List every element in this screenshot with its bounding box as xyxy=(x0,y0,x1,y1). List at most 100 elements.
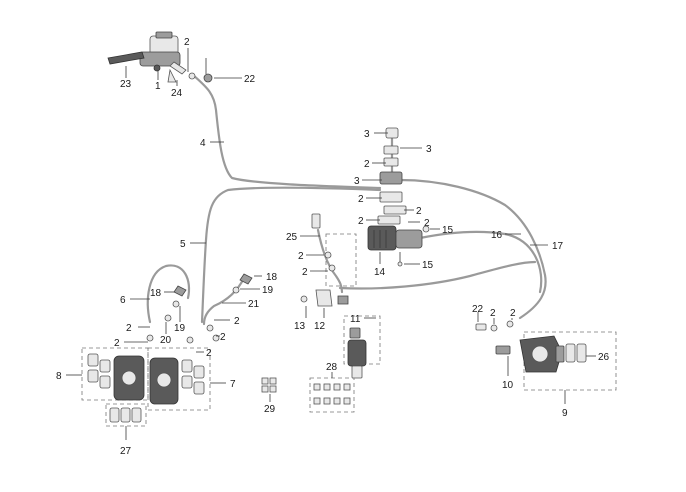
callout-23: 23 xyxy=(120,79,132,90)
callout-28: 28 xyxy=(326,362,338,373)
pad-7a xyxy=(181,359,193,373)
callout-2: 2 xyxy=(510,308,516,319)
callout-17: 17 xyxy=(552,241,564,252)
callout-27: 27 xyxy=(120,446,132,457)
pad-7d xyxy=(193,381,205,395)
clip-28e xyxy=(313,397,321,405)
rear-caliper-piston xyxy=(531,345,549,363)
group-box-25 xyxy=(325,233,357,287)
clip-29c xyxy=(261,385,269,393)
banjo-left-caliper xyxy=(146,334,154,342)
item-12-bracket xyxy=(315,289,333,307)
callout-2: 2 xyxy=(234,316,240,327)
rear-caliper-bracket xyxy=(555,345,565,363)
pad-7c xyxy=(193,365,205,379)
item-20 xyxy=(164,314,172,322)
callout-22: 22 xyxy=(244,74,256,85)
banjo xyxy=(169,61,187,75)
item-24 xyxy=(167,68,177,83)
callout-2: 2 xyxy=(206,348,212,359)
item-12-pin xyxy=(337,295,349,305)
item-19a xyxy=(172,300,180,308)
hose-5 xyxy=(200,186,382,324)
rear-master-rod xyxy=(351,365,363,379)
washer-rear-1 xyxy=(490,324,498,332)
callout-2: 2 xyxy=(184,37,190,48)
pad-27a xyxy=(109,407,120,423)
hose-11 xyxy=(338,260,537,290)
callout-2: 2 xyxy=(358,194,364,205)
rear-master-top xyxy=(349,327,361,339)
pad-8b xyxy=(87,369,99,383)
abs-bolt-15a xyxy=(422,225,430,233)
group-box-28 xyxy=(309,377,355,413)
brake-hoses xyxy=(146,72,547,326)
callout-2: 2 xyxy=(358,216,364,227)
pad-26b xyxy=(576,343,587,363)
callout-13: 13 xyxy=(294,321,306,332)
callout-3: 3 xyxy=(364,129,370,140)
callout-2: 2 xyxy=(424,218,430,229)
callout-2: 2 xyxy=(298,251,304,262)
washer-rear-2 xyxy=(506,320,514,328)
item-18a xyxy=(173,285,187,297)
washer-25b xyxy=(328,264,336,272)
leader-lines xyxy=(66,48,596,440)
item-18b xyxy=(239,273,253,285)
abs-motor xyxy=(367,225,397,251)
item-13 xyxy=(300,295,308,303)
pad-8c xyxy=(99,359,111,373)
callout-6: 6 xyxy=(120,295,126,306)
hose-4 xyxy=(190,72,382,190)
callout-4: 4 xyxy=(200,138,206,149)
callout-18: 18 xyxy=(150,288,162,299)
callout-2: 2 xyxy=(126,323,132,334)
pad-26a xyxy=(565,343,576,363)
pad-8d xyxy=(99,375,111,389)
clip-28d xyxy=(343,383,351,391)
front-calipers xyxy=(81,273,253,427)
group-box-8 xyxy=(81,347,149,401)
clip-29d xyxy=(269,385,277,393)
callout-2: 2 xyxy=(490,308,496,319)
callout-22: 22 xyxy=(472,304,484,315)
group-box-9 xyxy=(523,331,617,391)
washer-25a xyxy=(324,251,332,259)
abs-fitting-3 xyxy=(379,191,403,203)
group-box-27 xyxy=(105,403,147,427)
switch xyxy=(153,64,161,72)
abs-block-top xyxy=(379,171,403,185)
callout-3: 3 xyxy=(426,144,432,155)
washer-right-1 xyxy=(206,324,214,332)
small-parts-28-29 xyxy=(261,377,355,413)
washer-2a xyxy=(188,72,196,80)
item-19b xyxy=(232,286,240,294)
callout-2: 2 xyxy=(364,159,370,170)
callout-5: 5 xyxy=(180,239,186,250)
reservoir-cap xyxy=(155,31,173,39)
abs-fitting-1 xyxy=(383,145,399,155)
abs-bolt-15b xyxy=(397,261,403,267)
hose-6 xyxy=(146,264,191,324)
caliper-right-piston xyxy=(156,372,172,388)
clip-29a xyxy=(261,377,269,385)
callout-15: 15 xyxy=(422,260,434,271)
clip-28c xyxy=(333,383,341,391)
callout-2: 2 xyxy=(416,206,422,217)
callout-9: 9 xyxy=(562,408,568,419)
clip-28b xyxy=(323,383,331,391)
callout-7: 7 xyxy=(230,379,236,390)
callout-24: 24 xyxy=(171,88,183,99)
callout-19: 19 xyxy=(262,285,274,296)
bleed-10 xyxy=(495,345,511,355)
callout-8: 8 xyxy=(56,371,62,382)
washer-right-2 xyxy=(212,334,220,342)
callout-numbers: 2 22 23 1 24 4 3 3 2 3 2 2 2 2 15 14 15 … xyxy=(56,37,610,457)
abs-fitting-4 xyxy=(383,205,407,215)
pad-7b xyxy=(181,375,193,389)
clip-29b xyxy=(269,377,277,385)
clip-28g xyxy=(333,397,341,405)
callout-21: 21 xyxy=(248,299,260,310)
